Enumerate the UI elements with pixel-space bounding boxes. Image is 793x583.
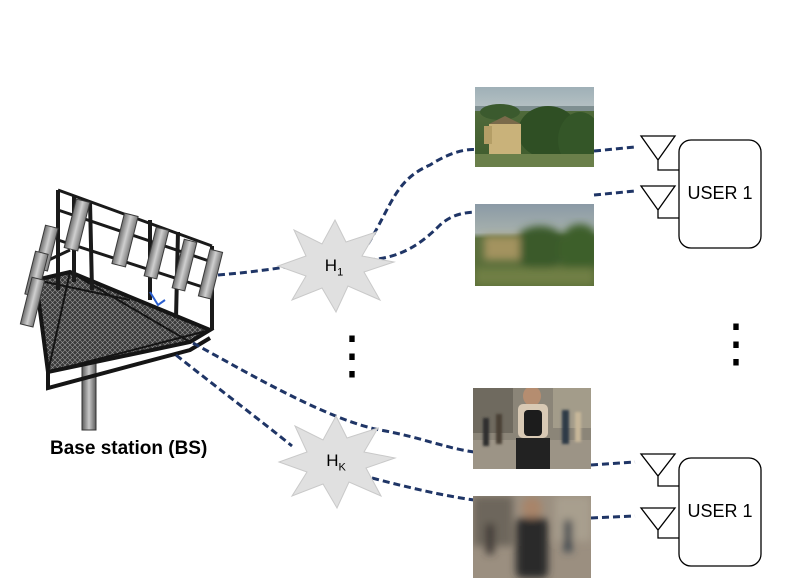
link-image4-antenna4 <box>590 514 636 520</box>
link-bs-hk-2 <box>175 353 293 448</box>
channel-h1-subscript: 1 <box>337 266 344 279</box>
antenna-icon <box>639 185 680 219</box>
link-image1-antenna1 <box>593 145 636 153</box>
channel-h1-shape <box>276 218 396 314</box>
link-image2-antenna2 <box>593 189 636 197</box>
channel-ellipsis: ⋮ <box>326 327 378 385</box>
channel-h1-letter: H <box>324 256 338 275</box>
link-h1-image2 <box>367 210 479 262</box>
link-image3-antenna3 <box>590 460 636 467</box>
user-2-label: USER 1 <box>687 501 753 521</box>
video-frame-image-1 <box>475 87 594 167</box>
link-bs-hk-1 <box>192 341 475 454</box>
antenna-icon <box>639 135 680 171</box>
base-station-icon <box>19 188 224 431</box>
antenna-icon <box>639 453 680 487</box>
user-1-label: USER 1 <box>687 183 753 203</box>
video-frame-image-3 <box>473 388 591 469</box>
base-station-label: Base station (BS) <box>50 438 207 459</box>
user-2-box <box>678 457 762 567</box>
user-ellipsis: ⋮ <box>710 315 762 373</box>
channel-hk-subscript: K <box>338 461 346 474</box>
channel-hk-label: HK <box>316 451 356 473</box>
channel-hk-letter: H <box>326 451 339 470</box>
antenna-icon <box>639 507 680 539</box>
link-hk-image4 <box>371 476 475 502</box>
communication-links <box>175 145 636 520</box>
channel-h1-label: H1 <box>314 256 354 278</box>
channel-hk-shape <box>277 414 397 510</box>
link-h1-image1 <box>366 148 479 245</box>
user-1-box <box>678 139 762 249</box>
video-frame-image-4 <box>473 496 591 578</box>
video-frame-image-2 <box>475 204 594 286</box>
